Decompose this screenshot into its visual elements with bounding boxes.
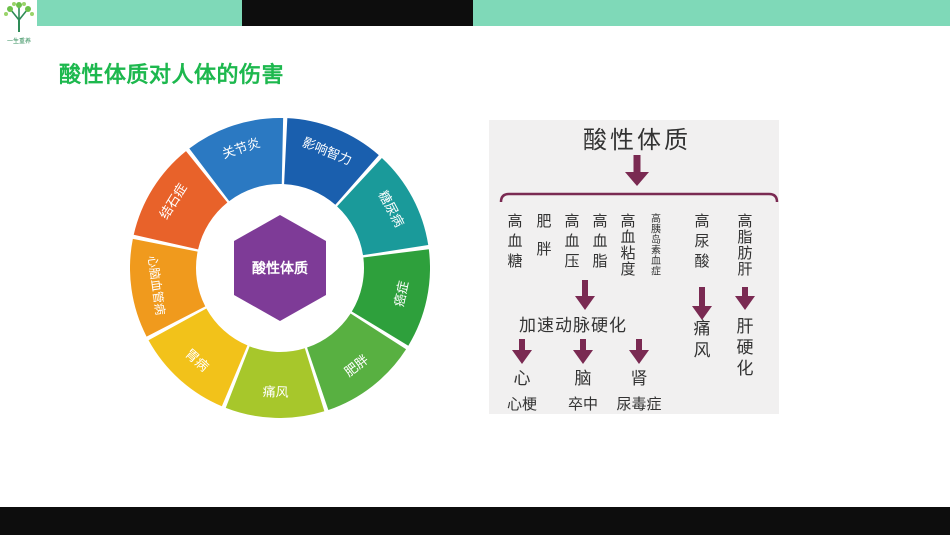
flow-organ: 肾 [631,369,648,389]
flow-cause-char: 血 [651,254,661,267]
flow-result-char: 痛 [694,319,711,339]
flow-result-char: 化 [737,359,754,379]
flow-cause-char: 糖 [507,252,522,270]
arrow-down-icon [735,296,755,310]
flow-cause-char: 胖 [536,240,551,258]
wheel-segment [189,118,284,202]
flow-cause-char: 脂 [592,252,607,270]
flow-disease: 卒中 [568,395,598,413]
flow-result-char: 风 [694,341,711,361]
wheel-segment [307,313,407,410]
center-label: 酸性体质 [252,260,308,277]
flow-cause-char: 血 [620,228,635,246]
flow-cause-char: 肥 [536,212,551,230]
flow-cause-char: 肝 [737,260,752,278]
flow-cause-char: 肪 [737,244,752,262]
bracket [499,192,779,203]
wheel-segment [148,308,248,407]
flow-cause-char: 高 [737,212,752,230]
wheel-segment [284,118,379,205]
wheel-segment [351,249,430,346]
wheel-segment-label: 癌症 [391,279,412,308]
flow-cause-char: 高 [651,212,661,225]
flow-cause-char: 度 [620,260,635,278]
page-title: 酸性体质对人体的伤害 [59,63,285,88]
flow-cause-char: 症 [651,265,661,278]
flow-cause-char: 高 [694,212,709,230]
wheel-segment [133,151,228,250]
flow-cause-char: 脂 [737,228,752,246]
flow-cause-char: 岛 [651,233,661,246]
top-bar-left [37,0,242,26]
flow-cause-char: 素 [651,244,661,257]
flow-organ: 心 [514,369,531,389]
flow-mid: 加速动脉硬化 [519,316,627,336]
flow-cause-char: 血 [507,232,522,250]
wheel-segment-label: 痛风 [262,384,289,401]
flow-cause-char: 酸 [694,252,709,270]
flow-result-char: 硬 [737,338,754,358]
flow-cause-char: 高 [564,212,579,230]
flow-root: 酸性体质 [583,126,691,154]
top-bar-right [473,0,950,26]
top-bar-middle [242,0,473,26]
flow-disease: 心梗 [507,395,537,413]
arrow-down-icon [629,350,649,364]
flow-cause-char: 血 [564,232,579,250]
flow-result-char: 肝 [737,317,754,337]
flow-cause-char: 高 [620,212,635,230]
flow-cause-char: 高 [592,212,607,230]
tree-logo-icon [4,2,34,32]
arrow-down-icon [692,306,712,320]
flow-cause-char: 粘 [620,244,635,262]
flow-cause-char: 压 [564,252,579,270]
flow-cause-char: 高 [507,212,522,230]
wheel-segment [337,157,429,256]
bottom-bar [0,507,950,535]
flow-cause-char: 血 [592,232,607,250]
flow-cause-char: 胰 [651,223,661,236]
flow-disease: 尿毒症 [616,395,661,413]
wheel-segment [225,346,325,418]
flow-organ: 脑 [575,369,592,389]
arrow-down-icon [625,172,649,186]
logo-text: 一生重养 [6,38,31,45]
flow-cause-char: 尿 [694,232,709,250]
logo: 一生重养 [0,0,38,48]
arrow-down-icon [575,296,595,310]
arrow-down-icon [573,350,593,364]
wheel-segment [130,238,206,337]
arrow-down-icon [512,350,532,364]
center-hexagon [234,215,326,321]
